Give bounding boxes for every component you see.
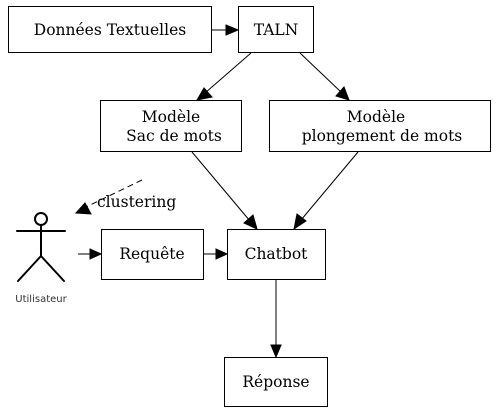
node-label: Chatbot xyxy=(245,245,309,263)
edge-modele-plongement-to-chatbot xyxy=(293,151,359,231)
node-label-line-1: Modèle xyxy=(142,108,200,126)
edges xyxy=(74,24,359,359)
edge-requete-to-chatbot xyxy=(203,248,229,260)
edge-chatbot-to-reponse xyxy=(270,279,282,359)
edge-modele-sac-to-utilisateur xyxy=(74,179,143,215)
node-box xyxy=(224,357,328,407)
actor-utilisateur: Utilisateur xyxy=(15,212,68,305)
node-label: Réponse xyxy=(242,373,309,391)
node-chatbot: Chatbot xyxy=(227,229,326,280)
node-label: Données Textuelles xyxy=(34,21,186,39)
node-modele-plongement-de-mots: Modèle plongement de mots xyxy=(269,100,491,152)
node-label-line-2: plongement de mots xyxy=(302,127,463,145)
edge-taln-to-modele-sac xyxy=(196,52,252,101)
node-box xyxy=(8,6,212,53)
node-modele-sac-de-mots: Modèle Sac de mots xyxy=(100,100,242,152)
node-requete: Requête xyxy=(101,229,204,280)
edge-label-clustering: clustering xyxy=(97,193,176,211)
node-box xyxy=(227,229,326,280)
node-reponse: Réponse xyxy=(224,357,328,407)
node-box xyxy=(101,229,204,280)
edge-donnees-to-taln xyxy=(212,24,240,36)
node-donnees-textuelles: Données Textuelles xyxy=(8,6,212,53)
node-box xyxy=(269,100,491,152)
node-label: TALN xyxy=(254,21,299,39)
node-label-line-1: Modèle xyxy=(347,108,405,126)
stick-figure-icon xyxy=(16,212,66,282)
edge-modele-sac-to-chatbot xyxy=(191,151,258,230)
node-taln: TALN xyxy=(238,6,314,53)
node-box xyxy=(238,6,314,53)
edge-taln-to-modele-plongement xyxy=(299,52,350,101)
edge-utilisateur-to-requete xyxy=(78,248,103,260)
actor-label: Utilisateur xyxy=(15,294,67,305)
node-label: Requête xyxy=(119,245,184,263)
node-label-line-2: Sac de mots xyxy=(126,127,222,145)
node-box xyxy=(100,100,242,152)
